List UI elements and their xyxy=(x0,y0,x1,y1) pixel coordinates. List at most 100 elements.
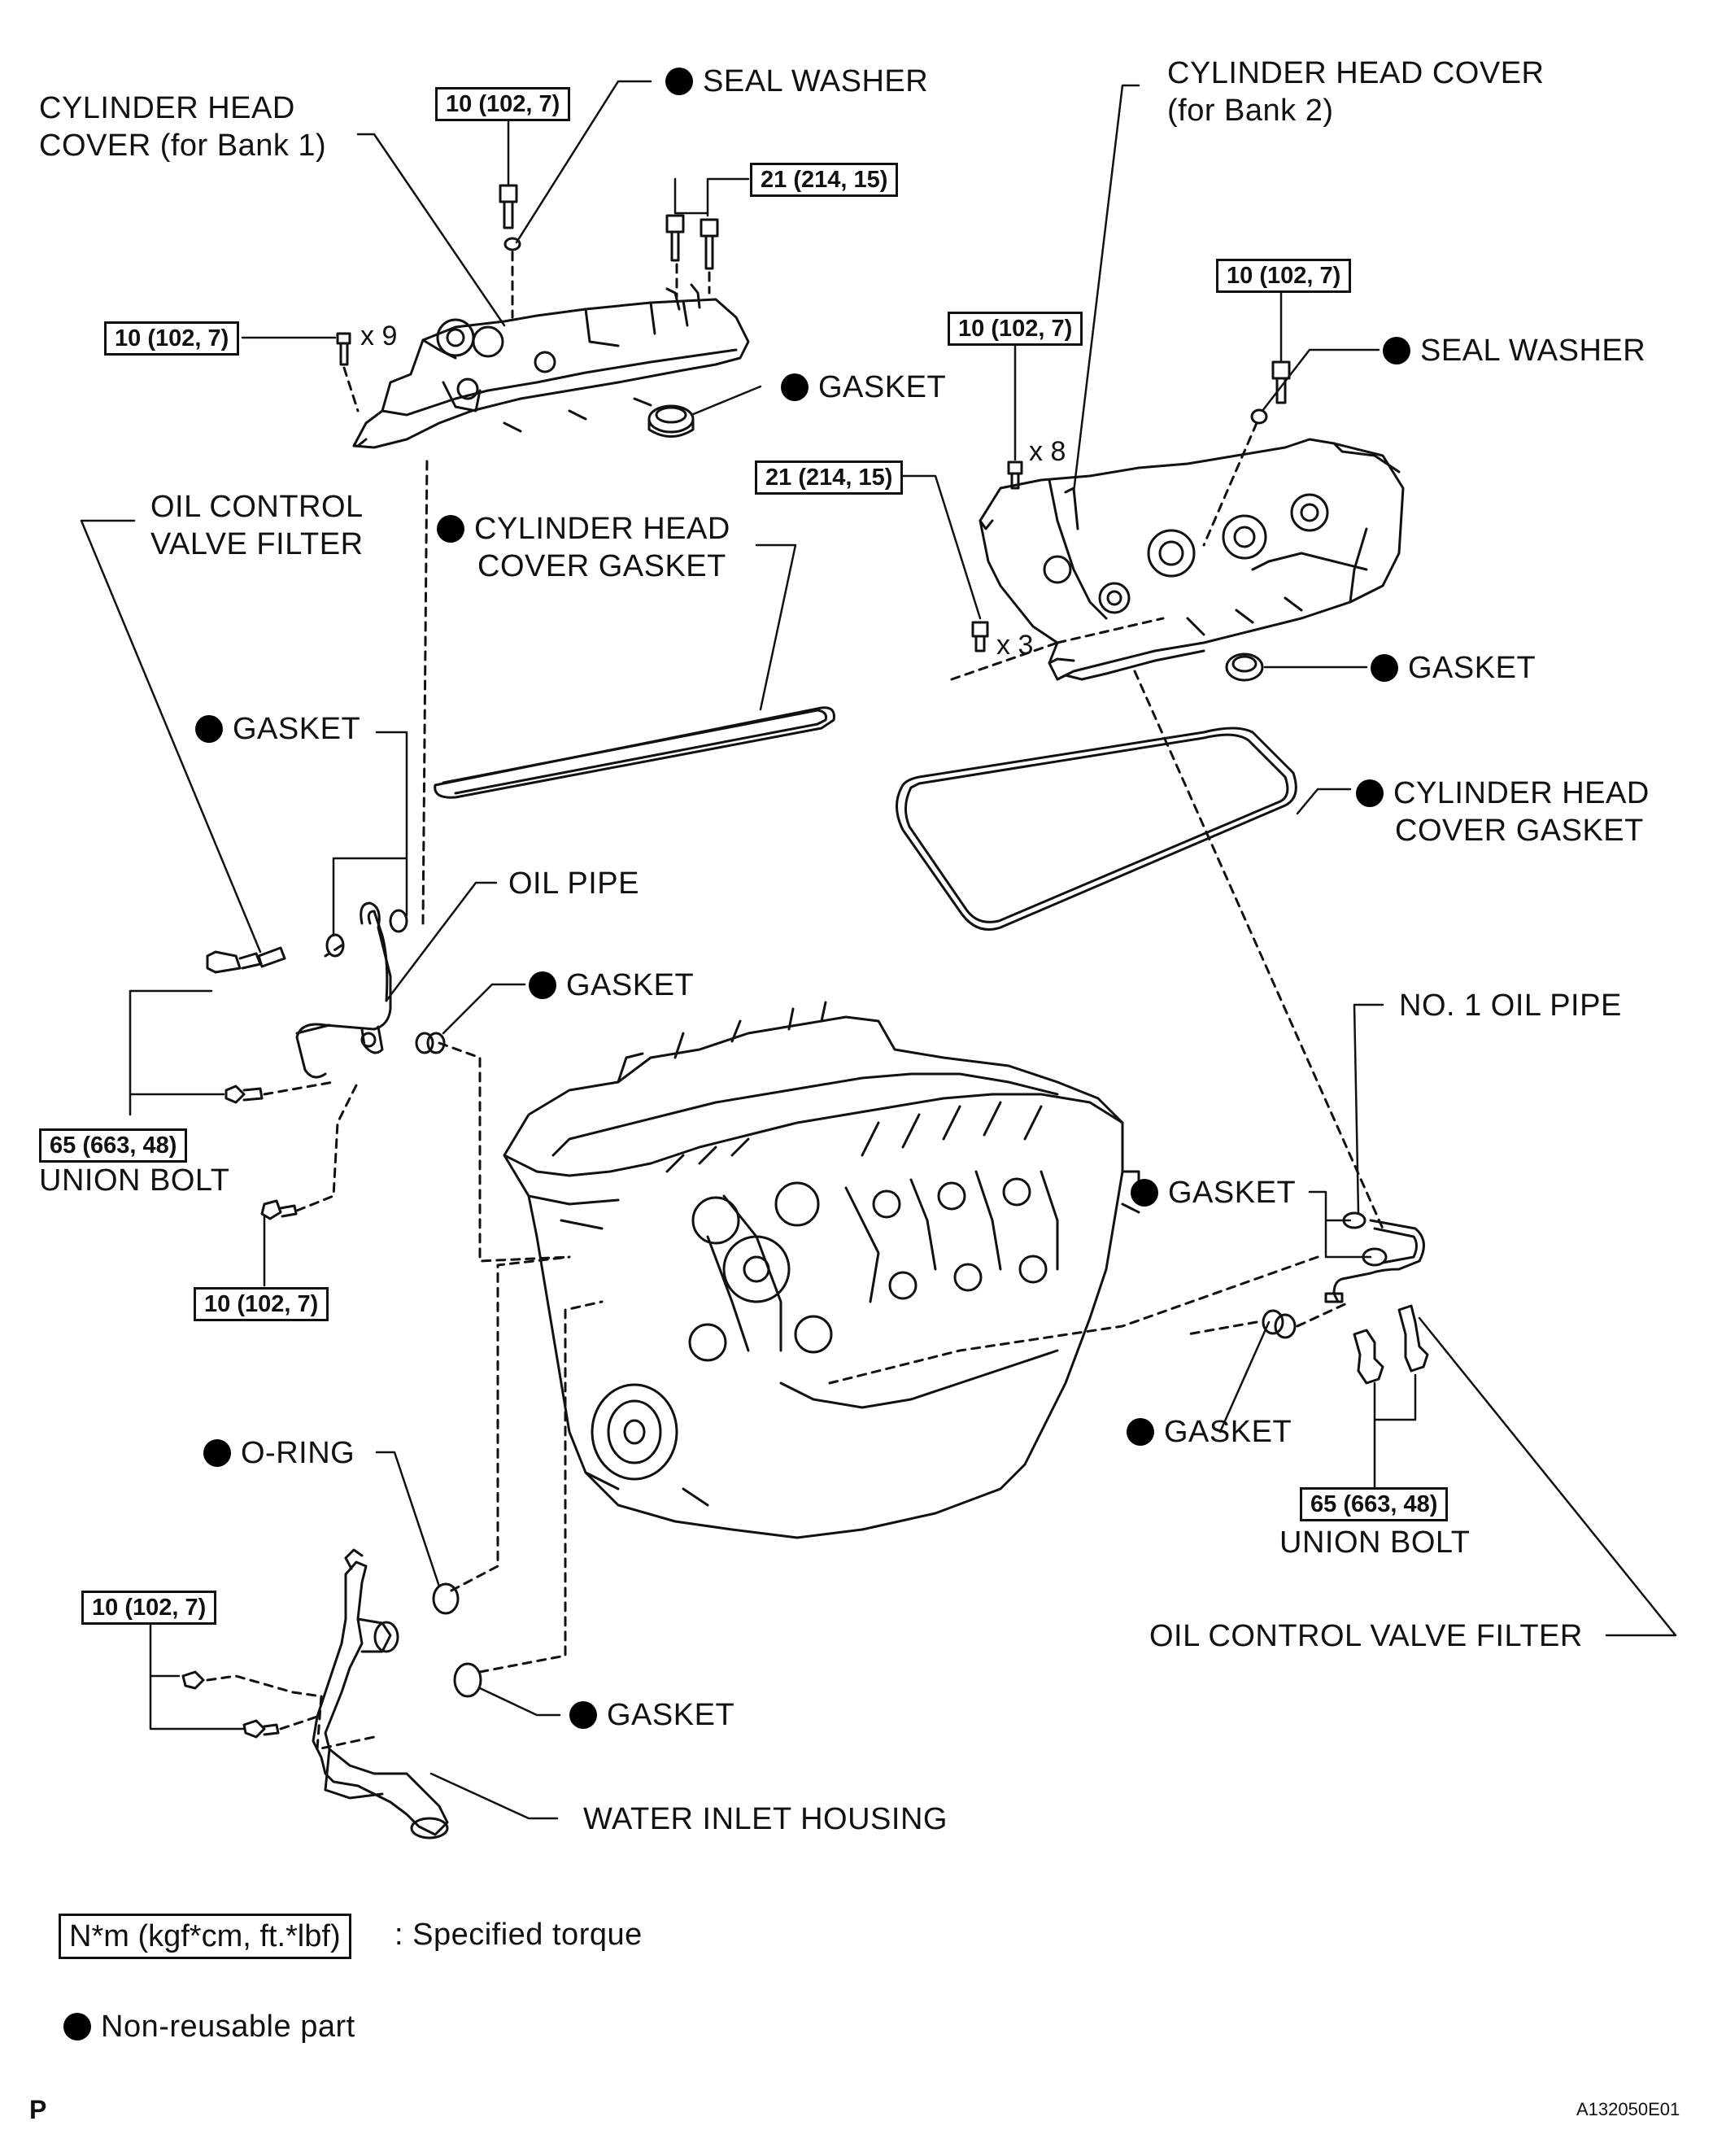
label-gasket-plug-bank1: GASKET xyxy=(781,369,946,406)
label-text: Non-reusable part xyxy=(101,2010,355,2044)
label-cylinder-head-cover-bank2: CYLINDER HEAD COVER (for Bank 2) xyxy=(1167,55,1544,129)
label-line: OIL CONTROL xyxy=(150,490,364,524)
label-seal-washer-1: SEAL WASHER xyxy=(665,63,928,100)
label-line: CYLINDER HEAD COVER xyxy=(1167,56,1545,90)
non-reusable-marker xyxy=(1371,654,1398,682)
torque-seal-bolt-bank2: 10 (102, 7) xyxy=(1216,259,1352,293)
label-text: GASKET xyxy=(1408,651,1536,685)
legend-torque-description: : Specified torque xyxy=(394,1918,643,1952)
label-union-bolt-left: UNION BOLT xyxy=(39,1163,230,1198)
engine-block-drawing xyxy=(503,1001,1140,1539)
non-reusable-marker xyxy=(63,2013,91,2040)
torque-pipe-bolt-left: 10 (102, 7) xyxy=(194,1287,329,1321)
cylinder-head-cover-bank1-drawing xyxy=(352,283,750,449)
gasket-plug-bank1-drawing xyxy=(647,404,695,438)
legend-torque-unit: N*m (kgf*cm, ft.*lbf) xyxy=(59,1914,351,1959)
label-gasket-no1-bottom: GASKET xyxy=(1127,1413,1292,1451)
non-reusable-marker xyxy=(665,68,693,95)
torque-studs-bank2: 21 (214, 15) xyxy=(755,460,904,495)
water-inlet-housing-drawing xyxy=(181,1255,604,1840)
label-text: GASKET xyxy=(1164,1415,1292,1449)
no1-oil-pipe-drawing xyxy=(828,1211,1425,1385)
label-line: COVER GASKET xyxy=(477,549,726,583)
label-gasket-no1-top: GASKET xyxy=(1131,1174,1296,1211)
gasket-plug-bank2-drawing xyxy=(1225,652,1264,682)
label-text: O-RING xyxy=(241,1436,355,1470)
label-no1-oil-pipe: NO. 1 OIL PIPE xyxy=(1399,989,1622,1023)
non-reusable-marker xyxy=(203,1439,231,1467)
bolts-x8-bank2-drawing xyxy=(1007,460,1023,490)
torque-union-bolt-left: 65 (663, 48) xyxy=(39,1128,188,1163)
dashed-guide-pipe-to-block xyxy=(438,1041,571,1263)
label-text: SEAL WASHER xyxy=(1420,334,1646,368)
non-reusable-marker xyxy=(529,971,556,999)
label-o-ring: O-RING xyxy=(203,1434,355,1472)
studs-bank1-drawing xyxy=(665,214,719,299)
label-seal-washer-2: SEAL WASHER xyxy=(1383,332,1645,369)
cylinder-head-cover-gasket-bank1-drawing xyxy=(434,706,835,799)
label-line: COVER GASKET xyxy=(1395,814,1644,848)
label-chc-gasket-bank2: CYLINDER HEAD COVER GASKET xyxy=(1356,775,1650,849)
label-text: CYLINDER HEAD xyxy=(1393,776,1650,810)
non-reusable-marker xyxy=(1356,779,1384,807)
label-oil-pipe: OIL PIPE xyxy=(508,866,639,901)
quantity-studs-bank2: x 3 xyxy=(996,630,1034,661)
label-line: COVER (for Bank 1) xyxy=(39,129,327,163)
label-line: CYLINDER HEAD xyxy=(39,91,295,125)
label-water-inlet-housing: WATER INLET HOUSING xyxy=(583,1802,948,1836)
label-chc-gasket-bank1: CYLINDER HEAD COVER GASKET xyxy=(437,510,730,585)
non-reusable-marker xyxy=(1131,1179,1158,1207)
label-ocv-filter-right: OIL CONTROL VALVE FILTER xyxy=(1149,1619,1583,1653)
quantity-bolts-bank2: x 8 xyxy=(1029,436,1066,467)
label-text: GASKET xyxy=(818,370,947,404)
label-gasket-oil-pipe-top: GASKET xyxy=(195,710,360,748)
leader-lines xyxy=(80,80,1677,1820)
label-cylinder-head-cover-bank1: CYLINDER HEAD COVER (for Bank 1) xyxy=(39,89,326,164)
label-text: CYLINDER HEAD xyxy=(474,512,730,546)
torque-studs-bank1: 21 (214, 15) xyxy=(750,163,899,197)
cylinder-head-cover-bank2-drawing xyxy=(979,438,1405,681)
label-text: GASKET xyxy=(607,1698,735,1732)
legend-non-reusable: Non-reusable part xyxy=(63,2008,355,2045)
footer-page-letter: P xyxy=(29,2095,47,2124)
dashed-guide-bank2 xyxy=(1133,670,1384,1230)
label-line: CYLINDER HEAD xyxy=(1356,775,1650,812)
label-line: VALVE FILTER xyxy=(150,527,364,561)
bolt-seal-washer-bank2-drawing xyxy=(1202,360,1291,547)
non-reusable-marker xyxy=(1383,337,1410,364)
dashed-guide-oil-pipe xyxy=(421,454,429,925)
union-bolts-right-drawing xyxy=(1353,1304,1429,1385)
label-union-bolt-right: UNION BOLT xyxy=(1279,1525,1471,1560)
torque-water-inlet: 10 (102, 7) xyxy=(81,1591,217,1625)
studs-x3-bank2-drawing xyxy=(950,617,1165,681)
non-reusable-marker xyxy=(781,373,809,401)
torque-union-bolt-right: 65 (663, 48) xyxy=(1300,1487,1449,1521)
label-ocv-filter-left: OIL CONTROL VALVE FILTER xyxy=(150,488,364,563)
non-reusable-marker xyxy=(569,1701,597,1729)
label-gasket-plug-bank2: GASKET xyxy=(1371,649,1536,687)
non-reusable-marker xyxy=(437,515,464,543)
label-line: CYLINDER HEAD xyxy=(437,510,730,548)
bolts-x9-bank1-drawing xyxy=(336,332,360,412)
label-gasket-water-inlet: GASKET xyxy=(569,1696,734,1734)
union-bolts-left-drawing xyxy=(206,946,360,1220)
non-reusable-marker xyxy=(1127,1418,1154,1446)
label-gasket-oil-pipe-mid: GASKET xyxy=(529,967,694,1004)
label-line: (for Bank 2) xyxy=(1167,94,1334,128)
cylinder-head-cover-gasket-bank2-drawing xyxy=(896,727,1297,931)
oil-pipe-left-drawing xyxy=(295,901,446,1079)
torque-bolts-bank2: 10 (102, 7) xyxy=(948,312,1083,346)
label-text: GASKET xyxy=(1168,1176,1297,1210)
label-text: GASKET xyxy=(566,968,695,1002)
label-text: GASKET xyxy=(233,712,361,746)
bolt-seal-washer-bank1-drawing xyxy=(499,184,521,319)
non-reusable-marker xyxy=(195,715,223,743)
quantity-bolts-bank1: x 9 xyxy=(360,321,398,351)
dashed-guide-filter xyxy=(324,944,343,958)
torque-seal-bolt-bank1: 10 (102, 7) xyxy=(435,87,571,121)
footer-figure-id: A132050E01 xyxy=(1576,2099,1680,2119)
torque-bolts-bank1: 10 (102, 7) xyxy=(104,321,240,356)
label-text: SEAL WASHER xyxy=(703,64,929,98)
